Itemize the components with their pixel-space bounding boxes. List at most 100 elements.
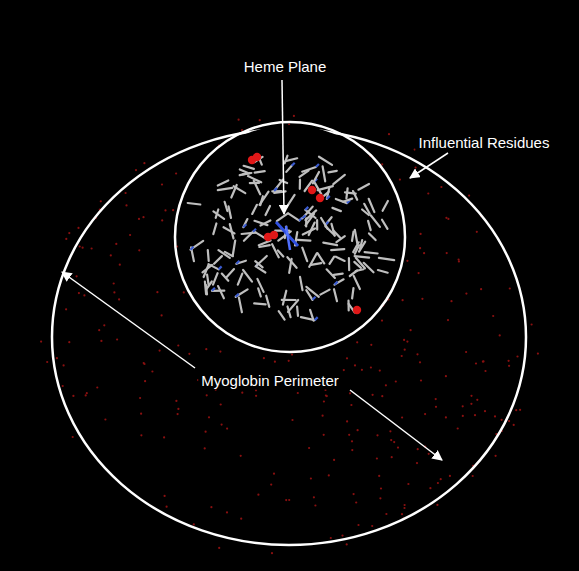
atom-dot: [419, 361, 421, 363]
atom-dot: [450, 300, 452, 302]
bond-stick: [368, 221, 371, 230]
atom-dot: [379, 497, 381, 499]
bond-stick: [309, 253, 317, 266]
atom-dot: [465, 351, 467, 353]
atom-dot: [499, 334, 501, 336]
atom-dot: [393, 441, 395, 443]
atom-dot: [142, 216, 144, 218]
leader-line: [62, 272, 195, 368]
atom-dot: [310, 477, 312, 479]
atom-dot: [475, 362, 477, 364]
atom-dot: [63, 364, 65, 366]
atom-dot: [241, 392, 243, 394]
oxygen-atom: [316, 194, 324, 202]
atom-dot: [482, 361, 484, 363]
bond-stick: [365, 252, 378, 253]
atom-dot: [401, 513, 403, 515]
atom-dot: [323, 434, 325, 436]
atom-dot: [492, 315, 494, 317]
atom-dot: [129, 234, 131, 236]
leader-line: [410, 153, 448, 178]
atom-dot: [205, 348, 207, 350]
bond-stick: [256, 256, 267, 266]
atom-dot: [143, 362, 145, 364]
bond-stick: [296, 307, 299, 316]
oxygen-atom: [253, 153, 261, 161]
atom-dot: [325, 394, 327, 396]
nitrogen-stick: [243, 224, 246, 227]
atom-dot: [480, 288, 482, 290]
atom-dot: [274, 361, 276, 363]
atom-dot: [193, 523, 195, 525]
atom-dot: [457, 427, 459, 429]
background: [8, 8, 571, 563]
bond-stick: [334, 289, 337, 301]
atom-dot: [440, 478, 442, 480]
bond-stick: [331, 249, 344, 250]
atom-dot: [351, 449, 353, 451]
nitrogen-stick: [236, 261, 239, 264]
atom-dot: [46, 361, 48, 363]
atom-dot: [388, 133, 390, 135]
bond-stick: [203, 265, 213, 272]
atom-dot: [72, 395, 74, 397]
atom-dot: [445, 217, 447, 219]
oxygen-atom: [270, 231, 278, 239]
atom-dot: [177, 344, 179, 346]
atom-dot: [291, 419, 293, 421]
atom-dot: [116, 338, 118, 340]
atom-dot: [255, 395, 257, 397]
atom-dot: [103, 324, 105, 326]
bond-stick: [255, 171, 265, 173]
bond-stick: [306, 214, 315, 225]
atom-dot: [424, 413, 426, 415]
atom-dot: [484, 370, 486, 372]
atom-dot: [449, 475, 451, 477]
bond-stick: [332, 208, 341, 211]
bond-stick: [318, 253, 325, 263]
atom-dot: [308, 447, 310, 449]
bond-stick: [213, 224, 216, 235]
atom-dot: [416, 462, 418, 464]
atom-dot: [86, 392, 88, 394]
atom-dot: [435, 398, 437, 400]
atom-dot: [447, 218, 449, 220]
atom-dot: [361, 369, 363, 371]
atom-dot: [119, 264, 121, 266]
atom-dot: [313, 496, 315, 498]
atom-dot: [436, 504, 438, 506]
atom-dot: [151, 370, 153, 372]
bond-stick: [320, 290, 329, 295]
atom-dot: [138, 218, 140, 220]
atom-dot: [172, 209, 174, 211]
atom-dot: [79, 245, 81, 247]
atom-dot: [144, 380, 146, 382]
atom-dot: [440, 186, 442, 188]
heme-bond: [286, 226, 290, 250]
atom-dot: [255, 389, 257, 391]
atom-dot: [328, 474, 330, 476]
atom-dot: [78, 292, 80, 294]
atom-dot: [445, 375, 447, 377]
atom-dot: [98, 329, 100, 331]
atom-dot: [508, 420, 510, 422]
atom-dot: [291, 354, 293, 356]
atom-dot: [143, 162, 145, 164]
atom-dot: [407, 483, 409, 485]
atom-dot: [465, 293, 467, 295]
atom-dot: [330, 537, 332, 539]
atom-dot: [406, 341, 408, 343]
atom-dot: [350, 404, 352, 406]
atom-dot: [401, 355, 403, 357]
bond-stick: [191, 241, 204, 250]
atom-dot: [420, 379, 422, 381]
nitrogen-stick: [335, 282, 338, 285]
atom-dot: [220, 403, 222, 405]
atom-dot: [110, 254, 112, 256]
bond-stick: [313, 172, 319, 183]
atom-dot: [417, 448, 419, 450]
atom-dot: [357, 524, 359, 526]
bond-stick: [318, 186, 333, 190]
